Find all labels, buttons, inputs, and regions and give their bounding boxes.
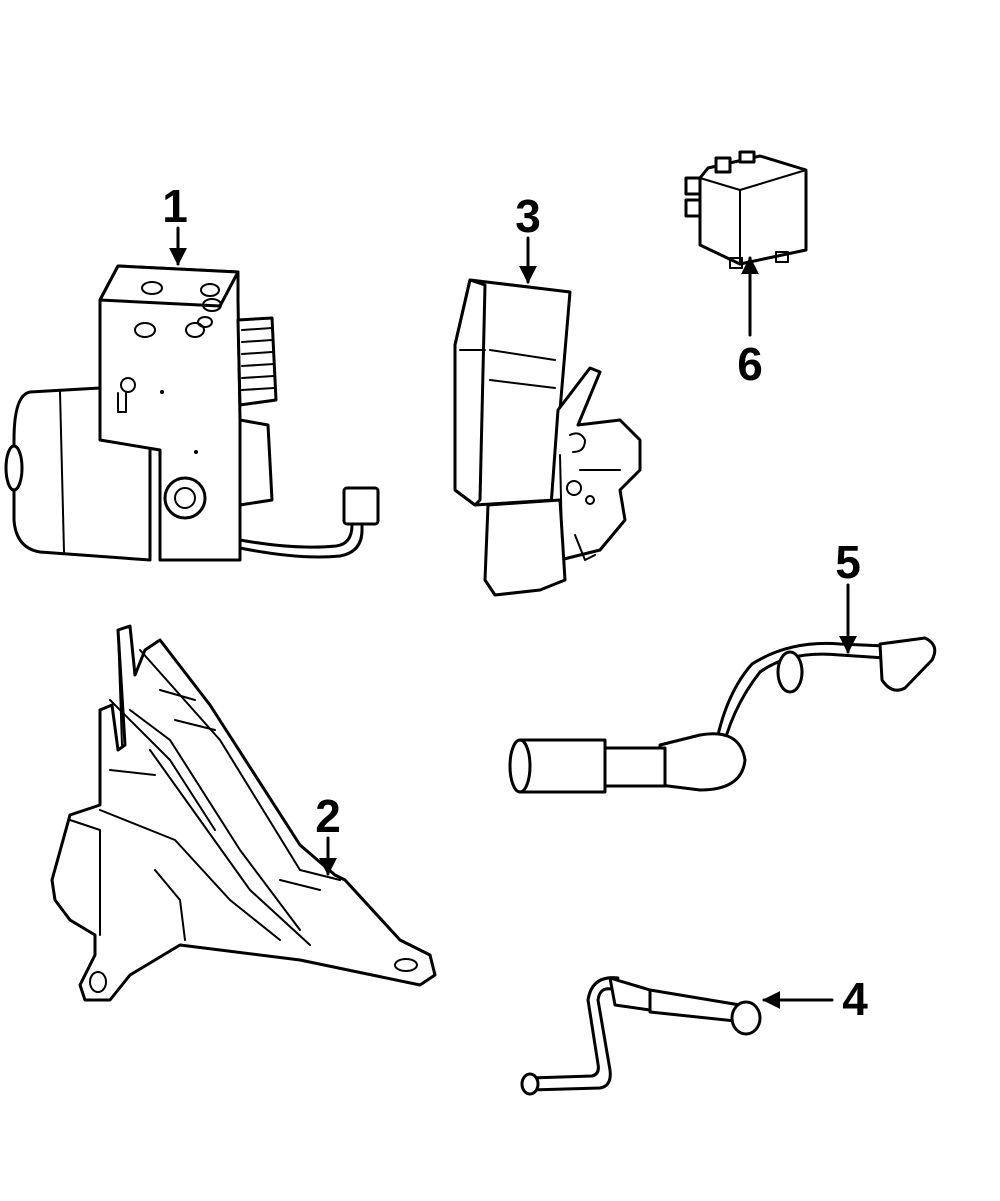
callout-2: 2 xyxy=(315,790,341,876)
callout-1: 1 xyxy=(162,180,188,266)
callout-label-5: 5 xyxy=(835,536,861,588)
callout-label-3: 3 xyxy=(515,190,541,242)
callout-label-1: 1 xyxy=(162,180,188,232)
callout-label-6: 6 xyxy=(737,338,763,390)
part-1-abs-modulator xyxy=(4,264,380,562)
part-2-bracket xyxy=(50,624,437,1002)
part-6-relay xyxy=(684,150,808,269)
part-3-control-module xyxy=(453,278,642,597)
callout-4: 4 xyxy=(762,973,868,1025)
part-4-sensor xyxy=(520,976,762,1096)
callout-3: 3 xyxy=(515,190,541,284)
callout-label-2: 2 xyxy=(315,790,341,842)
part-5-harness xyxy=(508,636,937,794)
callout-5: 5 xyxy=(835,536,861,654)
callout-label-4: 4 xyxy=(842,973,868,1025)
callout-6: 6 xyxy=(737,256,763,390)
